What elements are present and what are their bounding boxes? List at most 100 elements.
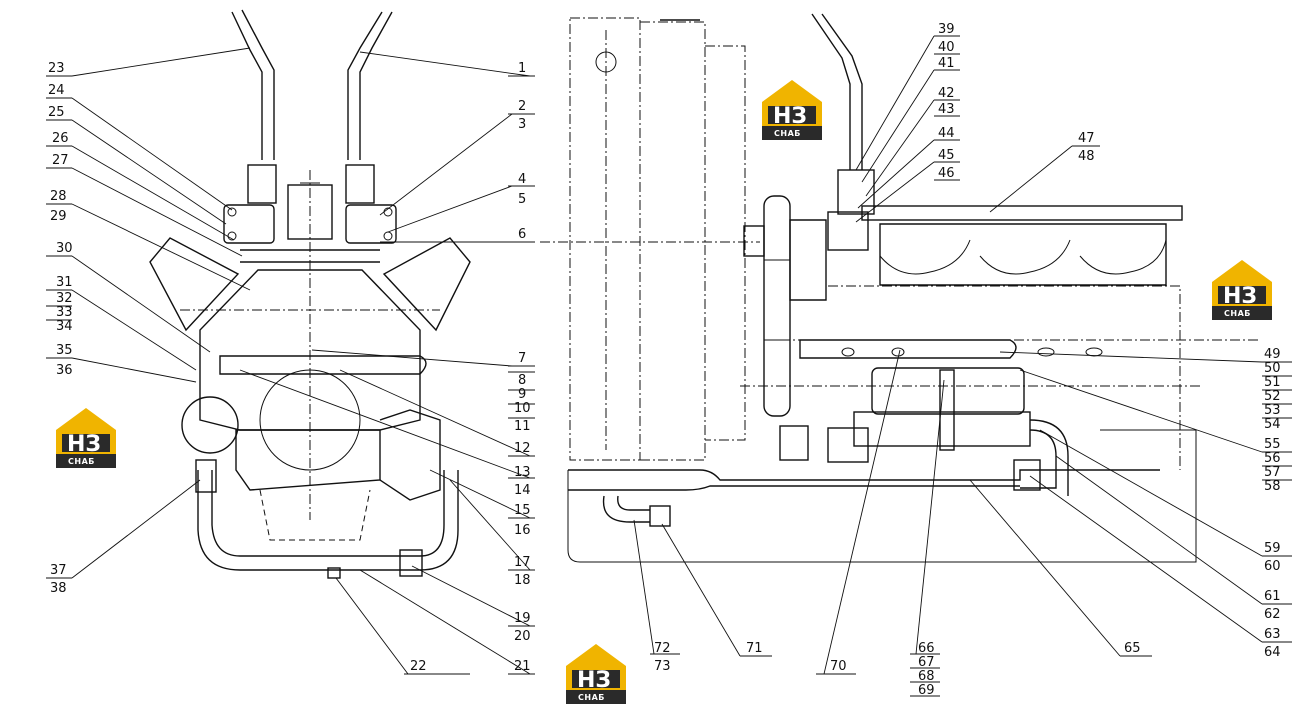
watermark-logo: НЗ СНАБ xyxy=(1212,260,1272,320)
svg-text:21: 21 xyxy=(514,659,531,674)
svg-text:48: 48 xyxy=(1078,149,1095,164)
svg-text:41: 41 xyxy=(938,56,955,71)
svg-text:11: 11 xyxy=(514,419,531,434)
svg-text:43: 43 xyxy=(938,102,955,117)
svg-text:29: 29 xyxy=(50,209,67,224)
svg-text:32: 32 xyxy=(56,291,73,306)
svg-text:44: 44 xyxy=(938,126,955,141)
label-59-60: 59 60 xyxy=(1039,429,1292,574)
label-63-64: 63 64 xyxy=(1029,475,1292,660)
svg-text:49: 49 xyxy=(1264,347,1281,362)
svg-text:47: 47 xyxy=(1078,131,1095,146)
label-6: 6 xyxy=(380,227,535,243)
svg-text:71: 71 xyxy=(746,641,763,656)
label-71: 71 xyxy=(661,523,772,657)
left-view-engine xyxy=(149,9,471,579)
svg-text:50: 50 xyxy=(1264,361,1281,376)
svg-text:6: 6 xyxy=(518,227,526,242)
svg-text:33: 33 xyxy=(56,305,73,320)
svg-text:35: 35 xyxy=(56,343,73,358)
svg-text:20: 20 xyxy=(514,629,531,644)
svg-text:53: 53 xyxy=(1264,403,1281,418)
svg-text:28: 28 xyxy=(50,189,67,204)
svg-text:23: 23 xyxy=(48,61,65,76)
label-65: 65 xyxy=(969,479,1152,657)
svg-text:36: 36 xyxy=(56,363,73,378)
svg-text:62: 62 xyxy=(1264,607,1281,622)
svg-text:26: 26 xyxy=(52,131,69,146)
label-66-69: 66 67 68 69 xyxy=(910,379,945,698)
svg-text:НЗ: НЗ xyxy=(577,668,611,693)
label-7-11: 7 8 9 10 11 xyxy=(311,349,535,434)
svg-text:54: 54 xyxy=(1264,417,1281,432)
svg-text:9: 9 xyxy=(518,387,526,402)
svg-text:НЗ: НЗ xyxy=(773,104,807,129)
svg-text:46: 46 xyxy=(938,166,955,181)
svg-text:69: 69 xyxy=(918,683,935,698)
svg-text:18: 18 xyxy=(514,573,531,588)
svg-text:51: 51 xyxy=(1264,375,1281,390)
svg-text:68: 68 xyxy=(918,669,935,684)
svg-text:14: 14 xyxy=(514,483,531,498)
svg-text:38: 38 xyxy=(50,581,67,596)
svg-text:52: 52 xyxy=(1264,389,1281,404)
label-21: 21 xyxy=(359,569,535,675)
svg-text:57: 57 xyxy=(1264,465,1281,480)
svg-text:30: 30 xyxy=(56,241,73,256)
svg-text:5: 5 xyxy=(518,192,526,207)
label-26: 26 xyxy=(46,131,235,241)
svg-text:4: 4 xyxy=(518,172,526,187)
svg-text:22: 22 xyxy=(410,659,427,674)
label-27: 27 xyxy=(46,153,243,257)
svg-text:19: 19 xyxy=(514,611,531,626)
label-39-46: 39 40 41 42 43 44 45 46 xyxy=(855,22,960,223)
label-25: 25 xyxy=(46,105,227,225)
label-12: 12 xyxy=(339,369,535,457)
svg-text:13: 13 xyxy=(514,465,531,480)
svg-text:СНАБ: СНАБ xyxy=(774,129,801,138)
label-24: 24 xyxy=(46,83,233,211)
label-2-3: 23 xyxy=(379,99,535,216)
svg-text:40: 40 xyxy=(938,40,955,55)
watermark-logo: НЗ СНАБ xyxy=(566,644,626,704)
svg-text:66: 66 xyxy=(918,641,935,656)
svg-text:2: 2 xyxy=(518,99,526,114)
label-72-73: 72 73 xyxy=(633,519,680,674)
svg-text:16: 16 xyxy=(514,523,531,538)
svg-text:СНАБ: СНАБ xyxy=(578,693,605,702)
svg-text:7: 7 xyxy=(518,351,526,366)
svg-text:56: 56 xyxy=(1264,451,1281,466)
watermark-logo: НЗ СНАБ xyxy=(56,408,116,468)
label-61-62: 61 62 xyxy=(1055,455,1292,622)
svg-text:39: 39 xyxy=(938,22,955,37)
label-55-58: 55 56 57 58 xyxy=(1019,369,1292,494)
svg-text:72: 72 xyxy=(654,641,671,656)
svg-text:31: 31 xyxy=(56,275,73,290)
svg-text:67: 67 xyxy=(918,655,935,670)
svg-text:15: 15 xyxy=(514,503,531,518)
svg-text:17: 17 xyxy=(514,555,531,570)
svg-text:1: 1 xyxy=(518,61,526,76)
right-view-leaders: 39 40 41 42 43 44 45 46 47 48 49 50 51 5… xyxy=(633,22,1292,698)
svg-text:НЗ: НЗ xyxy=(1223,284,1257,309)
label-31-34: 31 32 33 34 xyxy=(46,275,197,371)
svg-text:НЗ: НЗ xyxy=(67,432,101,457)
svg-text:73: 73 xyxy=(654,659,671,674)
svg-text:37: 37 xyxy=(50,563,67,578)
svg-text:СНАБ: СНАБ xyxy=(68,457,95,466)
svg-text:34: 34 xyxy=(56,319,73,334)
svg-text:24: 24 xyxy=(48,83,65,98)
svg-text:60: 60 xyxy=(1264,559,1281,574)
svg-text:25: 25 xyxy=(48,105,65,120)
label-4-5: 45 xyxy=(387,172,535,233)
label-70: 70 xyxy=(816,349,901,675)
svg-text:63: 63 xyxy=(1264,627,1281,642)
svg-text:3: 3 xyxy=(518,117,526,132)
